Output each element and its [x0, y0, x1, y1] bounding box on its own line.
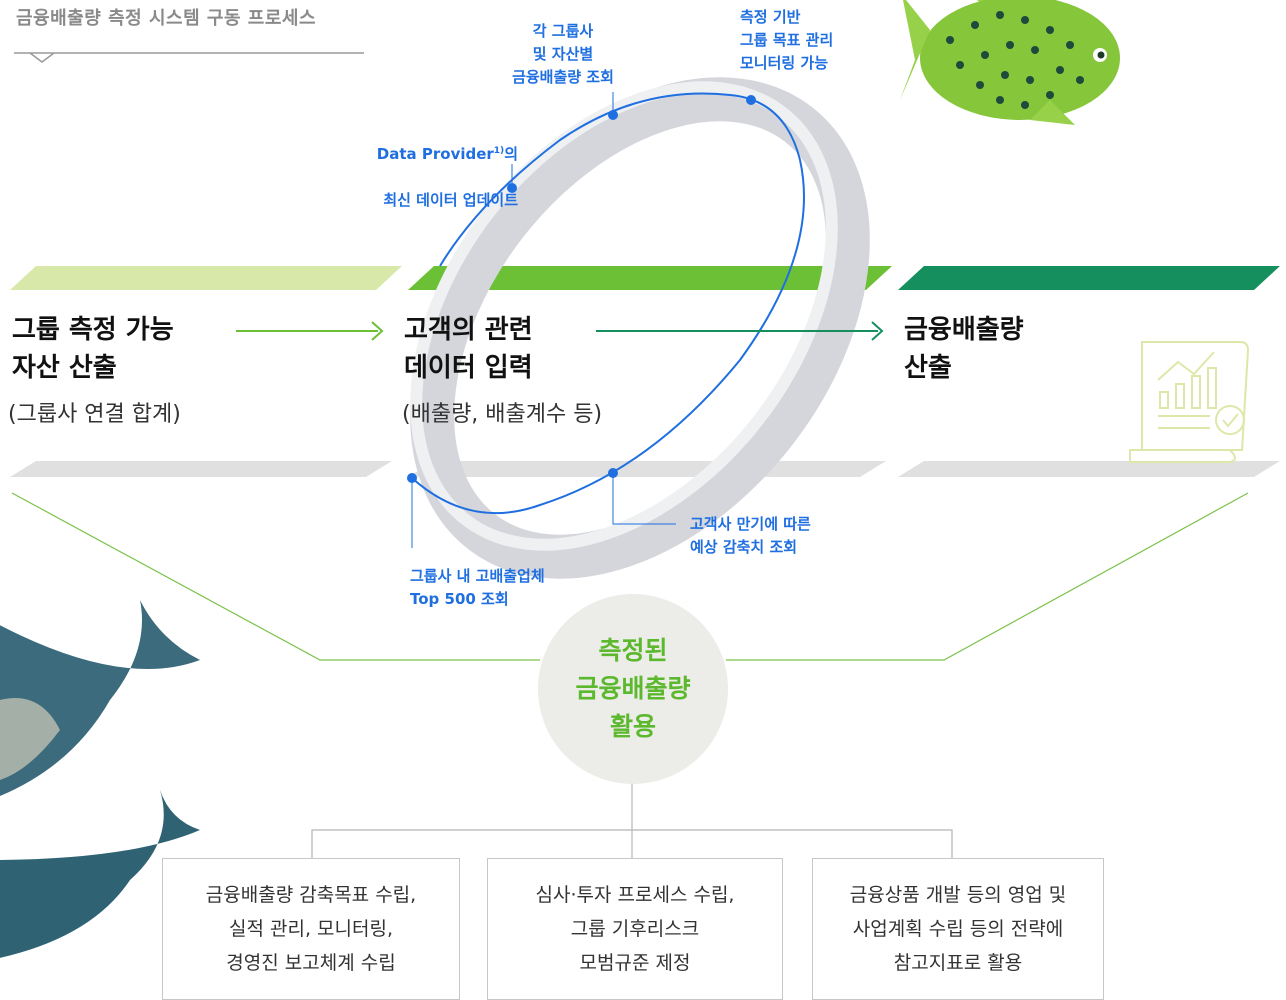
use-box-1: 금융배출량 감축목표 수립, 실적 관리, 모니터링, 경영진 보고체계 수립: [162, 858, 460, 1000]
center-circle: 측정된 금융배출량 활용: [538, 594, 728, 784]
use-box-2: 심사·투자 프로세스 수립, 그룹 기후리스크 모범규준 제정: [487, 858, 783, 1000]
annotation-maturity-reduction: 고객사 만기에 따른 예상 감축치 조회: [690, 515, 811, 556]
use-box-3: 금융상품 개발 등의 영업 및 사업계획 수립 등의 전략에 참고지표로 활용: [812, 858, 1104, 1000]
whale-illustration: [0, 600, 200, 958]
fish-illustration: [900, 0, 1120, 125]
band-gray-2: [408, 461, 886, 477]
band-dark-green: [898, 266, 1280, 290]
annotation-target-monitoring: 측정 기반 그룹 목표 관리 모니터링 가능: [740, 8, 834, 72]
annotation-top500: 그룹사 내 고배출업체 Top 500 조회: [410, 567, 545, 608]
band-green: [408, 266, 892, 290]
arrow-1: [236, 321, 384, 341]
band-gray-1: [10, 461, 392, 477]
data-provider-label: Data Provider: [376, 145, 494, 163]
use-box-1-text: 금융배출량 감축목표 수립, 실적 관리, 모니터링, 경영진 보고체계 수립: [205, 884, 417, 974]
band-gray-3: [898, 461, 1280, 477]
cycle-points: [407, 92, 756, 548]
stage-3-title: 금융배출량 산출: [904, 315, 1024, 383]
page-title: 금융배출량 측정 시스템 구동 프로세스: [16, 8, 317, 29]
band-light-green: [10, 266, 402, 290]
stage-2-title: 고객의 관련 데이터 입력: [404, 315, 533, 383]
cycle-ring: [410, 77, 870, 579]
use-box-2-text: 심사·투자 프로세스 수립, 그룹 기후리스크 모범규준 제정: [535, 884, 735, 974]
connector-lines: [11, 492, 1249, 858]
annotation-data-provider: Data Provider1)의 최신 데이터 업데이트: [340, 117, 518, 212]
use-box-3-text: 금융상품 개발 등의 영업 및 사업계획 수립 등의 전략에 참고지표로 활용: [849, 884, 1067, 974]
stage-1-title: 그룹 측정 가능 자산 산출: [12, 315, 174, 383]
arrow-2: [596, 321, 884, 341]
header-notch: [29, 52, 55, 63]
annotation-group-asset-view: 각 그룹사 및 자산별 금융배출량 조회: [512, 22, 614, 86]
stage-2-subtitle: (배출량, 배출계수 등): [402, 402, 603, 427]
report-chart-icon: [1129, 341, 1250, 463]
center-label: 측정된 금융배출량 활용: [575, 636, 691, 741]
stage-1-subtitle: (그룹사 연결 합계): [8, 402, 181, 427]
data-provider-tail: 의: [504, 145, 518, 163]
footnote-mark: 1): [493, 146, 505, 156]
data-provider-line2: 최신 데이터 업데이트: [383, 191, 518, 209]
